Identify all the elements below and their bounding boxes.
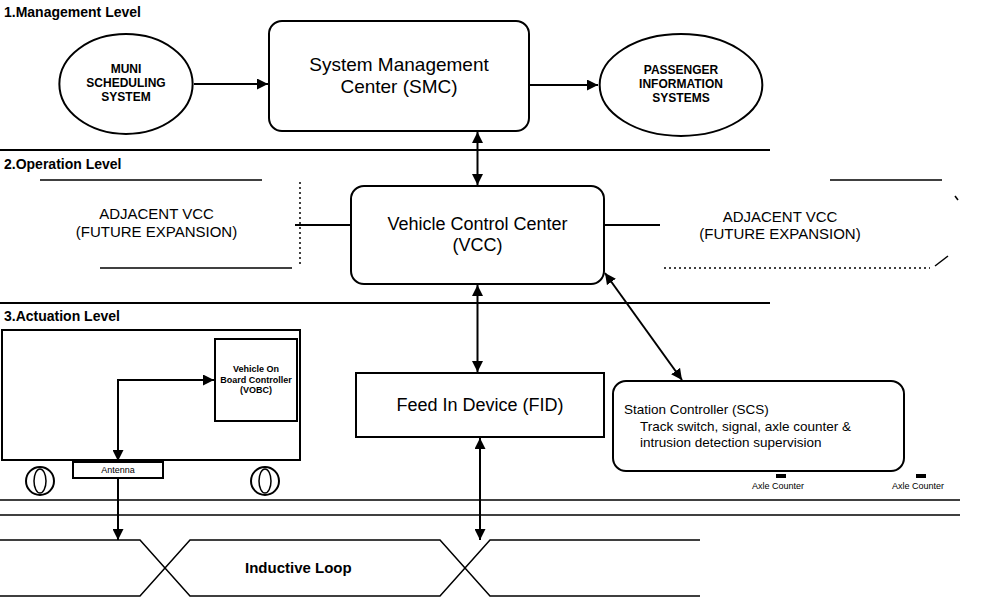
node-title: System Management Center (SMC) [300,54,498,98]
wheel [26,467,54,495]
flow-arrow [479,438,481,540]
node-title: Vehicle Control Center (VCC) [370,214,585,255]
node-title: Antenna [78,465,158,475]
node-title: Vehicle On Board Controller (VOBC) [219,364,293,395]
expansion-outline [955,196,958,200]
node-title: PASSENGER INFORMATION SYSTEMS [620,64,742,105]
level-separator [0,302,770,304]
controller-box: Vehicle On Board Controller (VOBC) [214,338,298,422]
link-line [605,224,660,226]
expansion-box: ADJACENT VCC (FUTURE EXPANSION) [60,185,295,260]
node-body: Track switch, signal, axle counter & int… [624,419,893,450]
flow-arrow [530,84,598,86]
loop-region: Inductive Loop [0,540,700,596]
inductive-loop-wire [0,540,700,596]
wheel [251,467,279,495]
level-separator [0,149,770,151]
level-title: 3.Actuation Level [4,308,120,324]
axle-counter-mark [776,474,786,478]
wheel [34,469,46,493]
management-box: System Management Center (SMC) [268,20,530,132]
link-line [295,224,350,226]
level-title: 1.Management Level [4,4,141,20]
ellipse-outline [59,34,192,134]
axle-counter-label: Axle Counter [752,481,804,491]
expansion-outline [664,267,930,269]
flow-arrow [118,380,214,461]
expansion-outline [935,256,948,266]
expansion-box: ADJACENT VCC (FUTURE EXPANSION) [660,190,950,260]
control-center-box: Vehicle Control Center (VCC) [350,185,605,285]
expansion-outline [100,267,292,269]
device-box: Feed In Device (FID) [355,372,605,438]
node-title: ADJACENT VCC (FUTURE EXPANSION) [68,205,245,240]
level-title: 2.Operation Level [4,156,121,172]
flow-arrow [194,83,268,85]
node-title: MUNI SCHEDULING SYSTEM [80,63,172,104]
wheel [259,469,271,493]
system-ellipse: MUNI SCHEDULING SYSTEM [58,32,194,136]
vehicle-body [2,330,300,460]
expansion-outline [830,179,942,181]
inductive-loop-wire [0,540,700,596]
node-title: Inductive Loop [245,559,690,576]
system-ellipse: PASSENGER INFORMATION SYSTEMS [598,32,764,138]
axle-counter-label: Axle Counter [892,481,944,491]
ellipse-outline [600,34,763,136]
flow-arrow [605,273,682,380]
node-title: Feed In Device (FID) [367,395,593,416]
station-controller-box: Station Controller (SCS)Track switch, si… [612,380,905,472]
node-title: ADJACENT VCC (FUTURE EXPANSION) [690,208,870,243]
node-title: Station Controller (SCS) [624,402,893,418]
flow-arrow [477,132,479,185]
flow-arrow [117,479,119,540]
flow-arrow [477,285,479,372]
antenna-box: Antenna [72,461,164,479]
axle-counter-mark [916,474,926,478]
expansion-outline [40,179,262,181]
